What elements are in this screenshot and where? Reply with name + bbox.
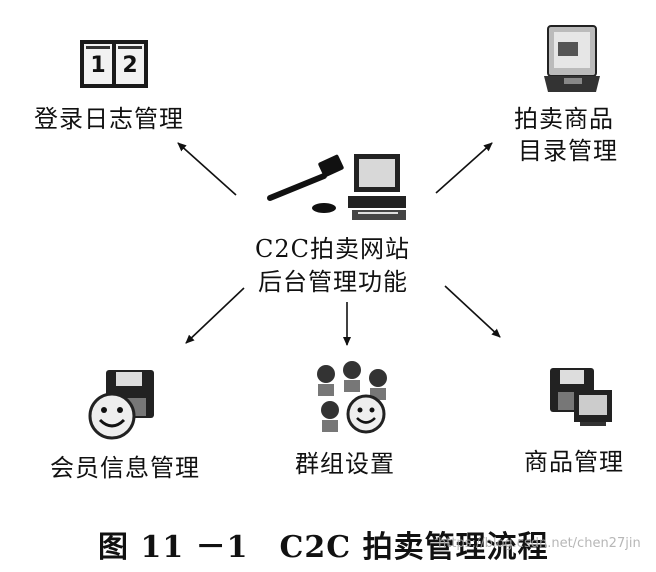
calendar-book-icon: 1 2 (80, 40, 148, 88)
node-label-product: 商品管理 (524, 448, 624, 476)
folder-tray-icon (544, 25, 600, 92)
center-label-line1: C2C拍卖网站 (255, 235, 410, 263)
smiley-disk-icon (88, 370, 154, 440)
center-label-line2: 后台管理功能 (258, 268, 408, 296)
arrow-to-catalog (435, 142, 493, 194)
people-group-icon (317, 361, 387, 434)
node-label-log: 登录日志管理 (34, 105, 184, 133)
arrow-to-product (444, 285, 501, 338)
node-label-catalog-line2: 目录管理 (518, 137, 618, 165)
node-label-catalog-line1: 拍卖商品 (514, 105, 614, 133)
watermark-text: https://blog.csdn.net/chen27jin (438, 536, 641, 551)
gavel-computer-icon (267, 154, 406, 220)
figure-caption: 图 11 －1 C2C 拍卖管理流程 (98, 530, 549, 565)
node-label-group: 群组设置 (295, 450, 395, 478)
disk-monitor-icon (550, 368, 612, 426)
svg-text:2: 2 (122, 53, 137, 78)
arrow-to-log (177, 142, 237, 196)
node-label-member: 会员信息管理 (50, 454, 200, 482)
svg-text:1: 1 (90, 53, 105, 78)
arrow-to-member (185, 287, 245, 344)
